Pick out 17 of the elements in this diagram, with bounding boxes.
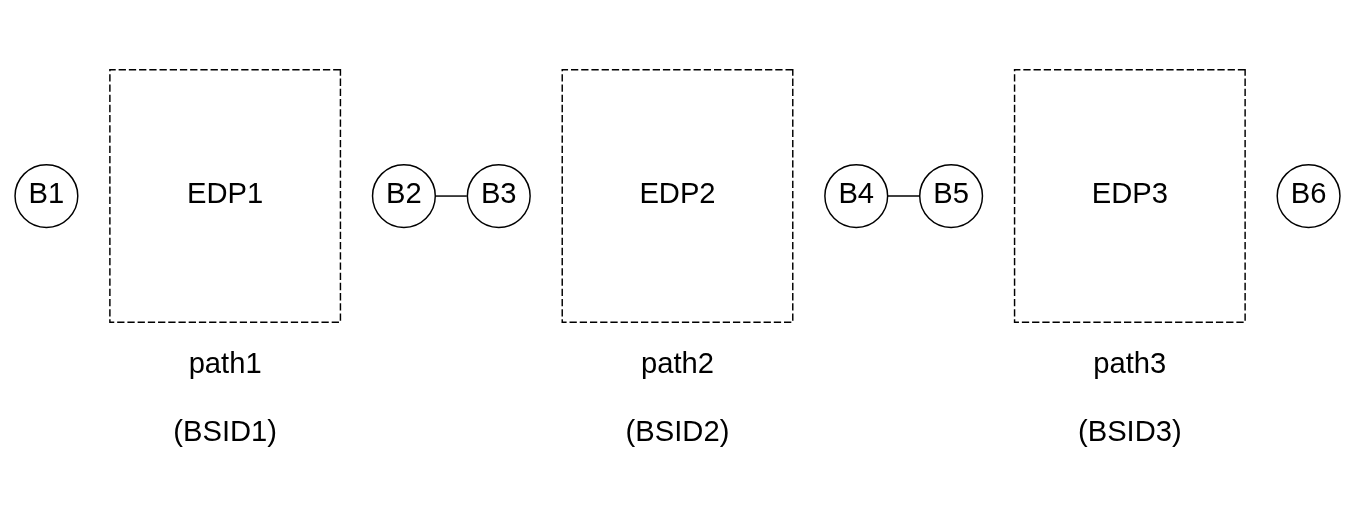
label: (BSID2) [625,414,730,447]
label: (BSID1) [173,414,278,447]
label: path3 [1093,346,1167,379]
label: path1 [188,346,262,379]
node-box: EDP2 [561,68,794,323]
label: path2 [640,346,715,379]
node-circle: B5 [919,163,984,228]
node-circle: B3 [466,163,531,228]
node-circle: B1 [14,163,79,228]
node-box: EDP3 [1013,68,1246,323]
label: (BSID3) [1077,414,1182,447]
node-circle: B4 [824,163,889,228]
connector [887,194,920,197]
connector [434,194,468,197]
node-circle: B6 [1276,163,1341,228]
node-box: EDP1 [109,68,342,323]
node-circle: B2 [371,163,436,228]
